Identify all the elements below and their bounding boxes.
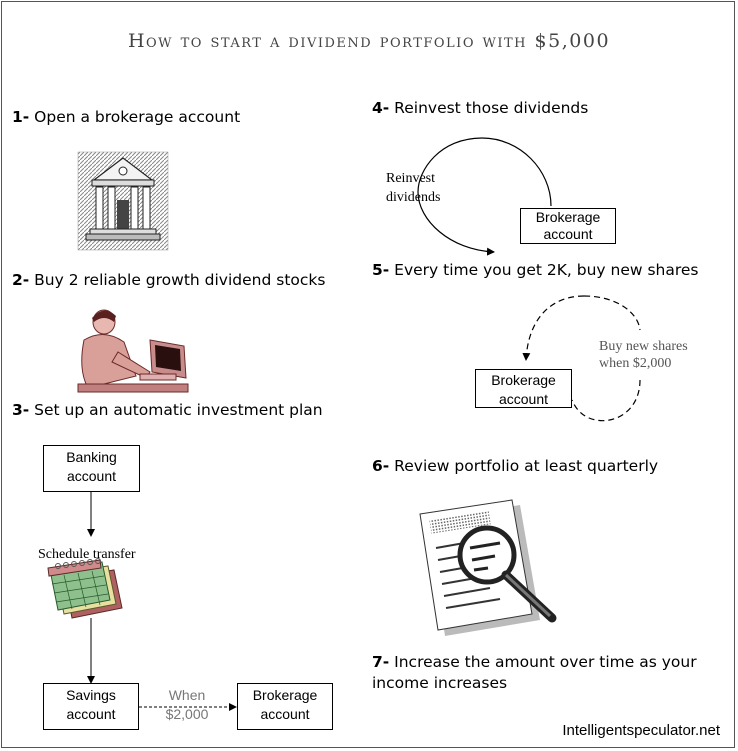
arrow-buy-shares-bottom [571,379,641,422]
bank-building-icon [77,151,169,251]
step-1: 1- Open a brokerage account [12,108,240,126]
brokerage-account-box: Brokerage account [237,683,333,730]
calendar-icon [47,558,123,619]
step-7: 7- Increase the amount over time as your… [372,652,697,694]
box-line: account [260,706,310,722]
arrow-reinvest-loop [417,137,552,256]
reinvest-dividends-label: Reinvest dividends [386,169,440,207]
label-line: $2,000 [165,706,209,722]
step-text: Increase the amount over time as your [394,653,697,671]
label-line: when $2,000 [599,356,672,371]
label-line: dividends [386,190,441,205]
step-text: Buy 2 reliable growth dividend stocks [34,271,326,289]
step-number: 2- [12,271,30,289]
step-6: 6- Review portfolio at least quarterly [372,457,658,475]
step-3: 3- Set up an automatic investment plan [12,401,323,419]
step-number: 6- [372,457,390,475]
label-line: Reinvest [386,171,435,186]
when-2000-label: When $2,000 [152,686,222,724]
box-line: account [66,706,116,722]
step-2: 2- Buy 2 reliable growth dividend stocks [12,271,325,289]
step-number: 5- [372,261,390,279]
step-5: 5- Every time you get 2K, buy new shares [372,261,699,279]
step-number: 3- [12,401,30,419]
label-line: When [168,687,206,703]
box-line: Savings [66,687,116,703]
step-4: 4- Reinvest those dividends [372,99,588,117]
brokerage-account-box-step5: Brokerage account [475,369,572,408]
box-line: Brokerage [252,687,318,703]
step-text: Every time you get 2K, buy new shares [394,261,699,279]
step-text: Reinvest those dividends [394,99,589,117]
step-number: 7- [372,653,390,671]
box-line: account [66,468,117,484]
step-text: Review portfolio at least quarterly [394,457,659,475]
brokerage-account-box-step4: Brokerage account [520,208,616,244]
arrow-buy-shares-top [522,295,585,361]
person-at-computer-icon [77,309,189,393]
box-line: account [543,226,593,242]
step-text-line2: income increases [372,674,508,692]
savings-account-box: Savings account [43,683,139,730]
step-text: Set up an automatic investment plan [34,401,323,419]
magnifier-document-icon [419,499,557,636]
banking-account-box: Banking account [43,445,140,492]
site-credit: Intelligentspeculator.net [562,722,720,739]
step-text: Open a brokerage account [34,108,241,126]
buy-new-shares-label: Buy new shares when $2,000 [599,338,688,372]
arrow-buy-shares-right [583,295,641,331]
page-title: How to start a dividend portfolio with $… [127,30,611,52]
step-number: 1- [12,108,30,126]
box-line: Brokerage [535,209,601,225]
step-number: 4- [372,99,390,117]
label-line: Buy new shares [599,339,688,354]
box-line: Brokerage [491,372,556,388]
schedule-transfer-label: Schedule transfer [38,547,136,562]
box-line: account [498,391,549,407]
box-line: Banking [66,449,117,465]
